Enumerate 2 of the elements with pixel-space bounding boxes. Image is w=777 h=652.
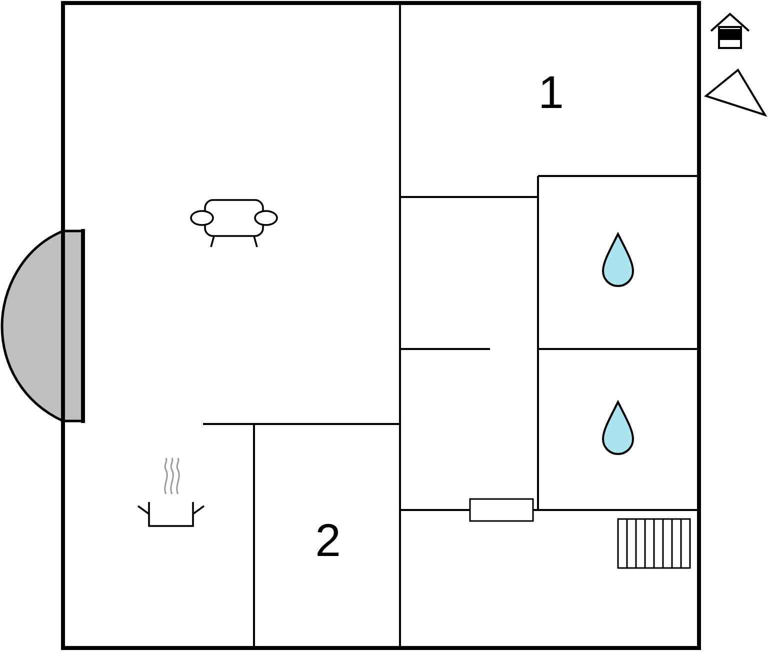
room-number: 2: [315, 517, 341, 563]
room-number: 1: [538, 69, 564, 115]
